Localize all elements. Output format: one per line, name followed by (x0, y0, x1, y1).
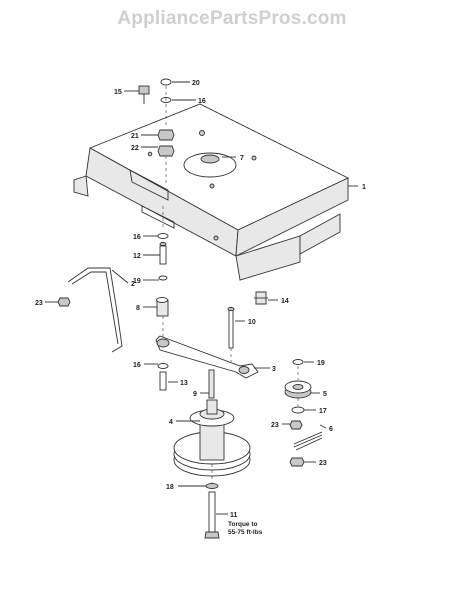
callout-6: 6 (329, 426, 333, 433)
callout-20: 20 (192, 80, 200, 87)
callout-17: 17 (319, 408, 327, 415)
callout-23b: 23 (271, 422, 279, 429)
callout-16: 16 (198, 98, 206, 105)
spindle-pulleys (173, 399, 251, 539)
top-hardware (138, 78, 175, 185)
callout-13: 13 (180, 380, 188, 387)
callout-4: 4 (169, 419, 173, 426)
callout-18: 18 (166, 484, 174, 491)
callout-10: 10 (248, 319, 256, 326)
idler-pulley-stack (284, 359, 323, 467)
callout-16c: 16 (133, 362, 141, 369)
callout-19b: 19 (317, 360, 325, 367)
callout-9: 9 (193, 391, 197, 398)
callout-15: 15 (114, 89, 122, 96)
callout-8: 8 (136, 305, 140, 312)
callout-7: 7 (240, 155, 244, 162)
callout-5: 5 (323, 391, 327, 398)
torque-note-line1: Torque to (228, 521, 258, 528)
shafts-bolts (157, 291, 268, 399)
callout-labels: 15 20 16 21 22 7 1 2 16 12 19 8 23 14 10… (35, 80, 366, 536)
callout-19: 19 (133, 278, 141, 285)
leader-lines (45, 81, 358, 515)
callout-2: 2 (131, 281, 135, 288)
spindle-fasteners (156, 206, 169, 338)
callout-14: 14 (281, 298, 289, 305)
callout-3: 3 (272, 366, 276, 373)
callout-12: 12 (133, 253, 141, 260)
bracket-rod (57, 267, 123, 353)
callout-23c: 23 (319, 460, 327, 467)
deck-housing (73, 103, 350, 281)
watermark: AppliancePartsPros.com (117, 8, 347, 29)
callout-16b: 16 (133, 234, 141, 241)
callout-1: 1 (362, 184, 366, 191)
callout-11: 11 (230, 512, 238, 519)
callout-21: 21 (131, 133, 139, 140)
callout-22: 22 (131, 145, 139, 152)
callout-23: 23 (35, 300, 43, 307)
idler-arm (155, 335, 259, 379)
torque-note-line2: 55-75 ft-lbs (228, 529, 263, 536)
